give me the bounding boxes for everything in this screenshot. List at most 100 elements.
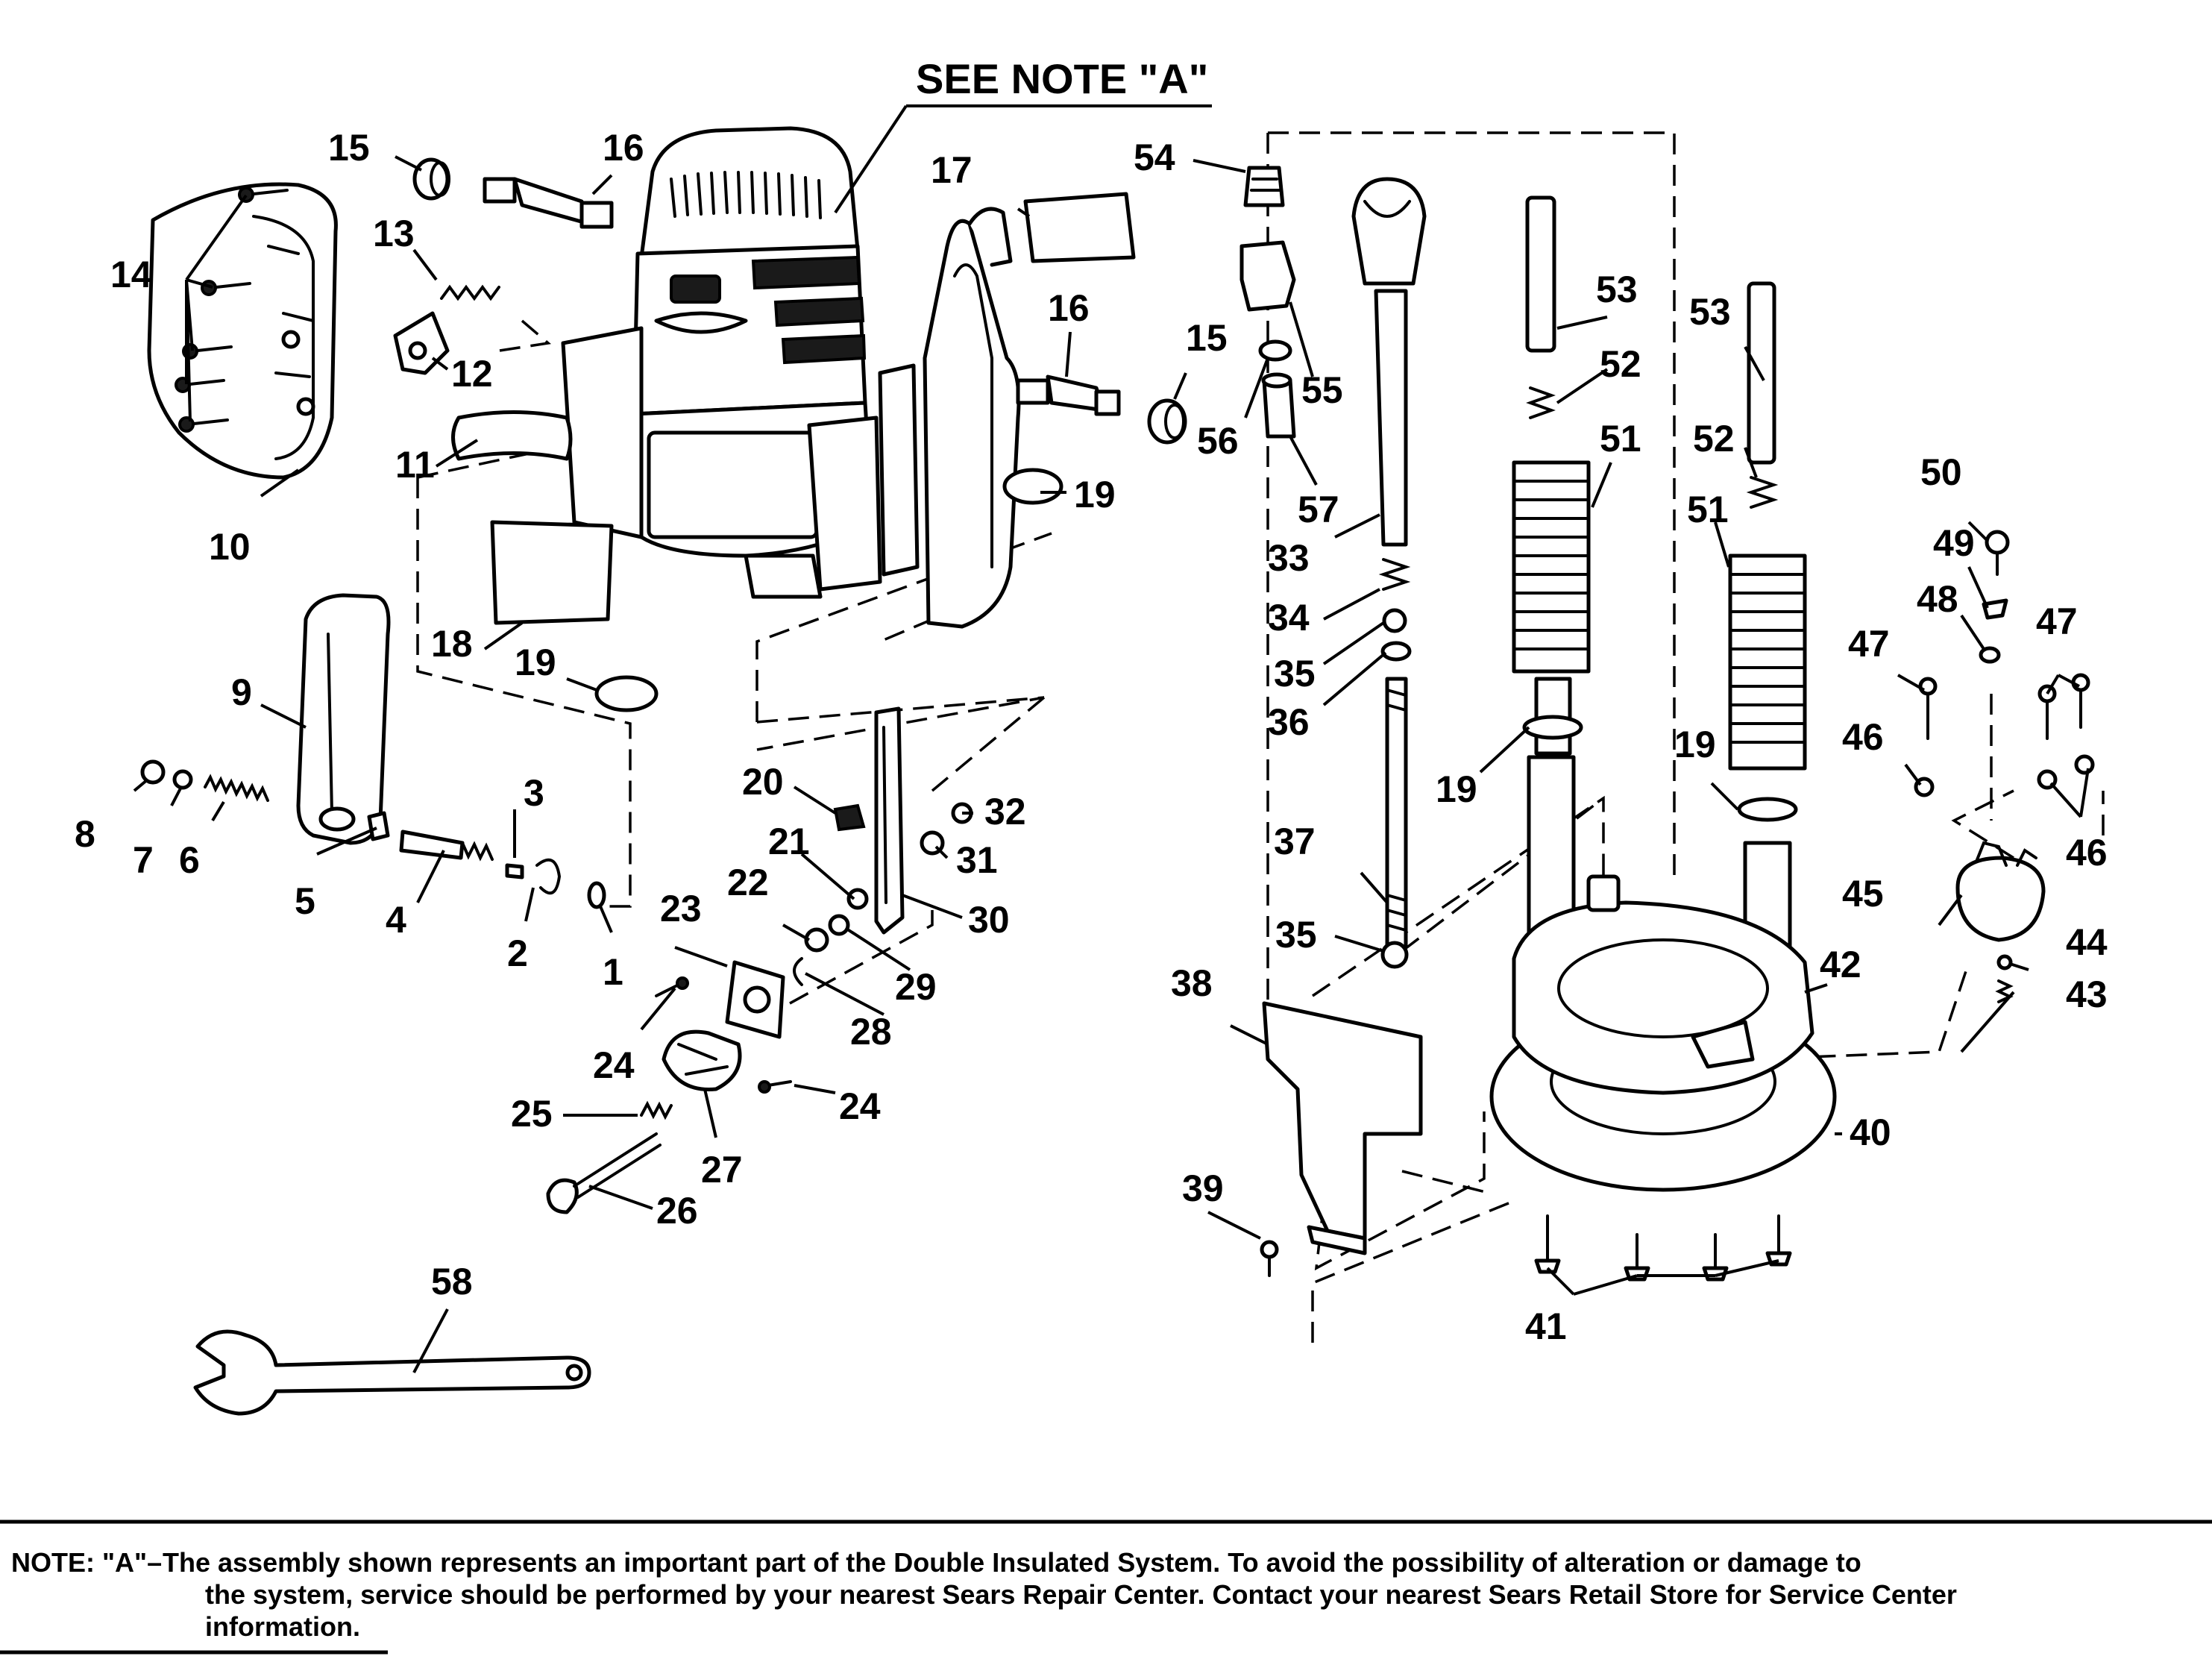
part-19-oring-left xyxy=(594,675,659,712)
label-19: 19 xyxy=(1436,768,1477,810)
label-5: 5 xyxy=(295,880,315,922)
part-47-screws xyxy=(1918,673,2090,740)
part-23-block xyxy=(725,960,785,1039)
label-35: 35 xyxy=(1274,653,1316,694)
note-prefix: NOTE: "A"– xyxy=(11,1547,162,1578)
see-note-label: SEE NOTE "A" xyxy=(916,55,1208,102)
part-34-spring xyxy=(1378,558,1411,591)
part-13-spring xyxy=(440,284,500,301)
label-17: 17 xyxy=(931,149,973,191)
label-40: 40 xyxy=(1850,1111,1891,1153)
label-26: 26 xyxy=(656,1190,698,1232)
note-line-3: information. xyxy=(205,1611,360,1642)
label-36: 36 xyxy=(1268,701,1310,743)
part-56-ring xyxy=(1258,339,1292,362)
label-9: 9 xyxy=(231,671,252,713)
part-33-rod xyxy=(1351,177,1427,547)
label-21: 21 xyxy=(768,821,810,862)
label-31: 31 xyxy=(956,839,998,881)
part-11-band xyxy=(451,410,573,461)
label-23: 23 xyxy=(660,888,702,929)
part-44-washer xyxy=(1996,954,2013,970)
part-53-post-right xyxy=(1747,281,1776,465)
part-52-spring-top-left xyxy=(1526,386,1556,419)
part-1-ring xyxy=(587,881,606,909)
label-24: 24 xyxy=(839,1085,881,1127)
part-7-washer xyxy=(172,769,193,790)
label-44: 44 xyxy=(2066,921,2108,963)
part-8-nut xyxy=(140,759,166,785)
label-56: 56 xyxy=(1197,420,1239,462)
label-2: 2 xyxy=(507,932,528,974)
part-52-spring-top-right xyxy=(1746,476,1779,509)
label-7: 7 xyxy=(133,839,154,881)
label-47: 47 xyxy=(1848,623,1890,665)
label-30: 30 xyxy=(968,899,1010,941)
part-54-fitting xyxy=(1243,166,1285,207)
part-17-label xyxy=(1023,192,1136,263)
part-48-washer xyxy=(1979,646,2001,664)
label-42: 42 xyxy=(1820,944,1861,985)
motor-housing-assembly xyxy=(561,126,920,599)
label-18: 18 xyxy=(431,623,473,665)
label-25: 25 xyxy=(511,1093,553,1135)
label-10: 10 xyxy=(209,526,251,568)
label-43: 43 xyxy=(2066,973,2108,1015)
screws-41 xyxy=(1534,1214,1792,1282)
part-35-nut-bottom xyxy=(1380,941,1409,969)
label-47: 47 xyxy=(2036,600,2078,642)
note-footer: NOTE: "A"– The assembly shown represents… xyxy=(0,1520,2212,1655)
part-30-bar xyxy=(874,706,905,935)
part-18-label xyxy=(490,520,614,625)
part-26-shaft xyxy=(546,1132,662,1214)
part-50-screw xyxy=(1985,530,2010,576)
part-16-right-brush xyxy=(1016,374,1121,416)
part-27-knob xyxy=(662,1029,742,1091)
part-46-nuts xyxy=(1914,754,2095,797)
part-post-lower-left xyxy=(1522,677,1583,942)
label-27: 27 xyxy=(701,1149,743,1191)
label-46: 46 xyxy=(1842,716,1884,758)
label-49: 49 xyxy=(1933,522,1975,564)
part-42-base-frame xyxy=(1512,874,1814,1095)
part-2-spring xyxy=(535,858,562,895)
label-19: 19 xyxy=(515,642,556,683)
part-57-sleeve xyxy=(1261,372,1296,439)
label-53: 53 xyxy=(1689,291,1731,333)
part-24-screw-b xyxy=(758,1080,792,1094)
label-15: 15 xyxy=(328,127,370,169)
part-51-spring-left xyxy=(1512,460,1591,674)
part-49-clip xyxy=(1982,598,2008,620)
label-57: 57 xyxy=(1298,489,1339,530)
see-note-callout: SEE NOTE "A" xyxy=(834,55,1212,214)
part-53-post-left xyxy=(1525,195,1556,353)
label-55: 55 xyxy=(1301,369,1343,411)
label-52: 52 xyxy=(1600,343,1641,385)
label-51: 51 xyxy=(1600,418,1641,460)
screws-14 xyxy=(175,186,289,433)
label-38: 38 xyxy=(1171,962,1213,1004)
part-29-ring xyxy=(828,914,850,936)
part-20-clip xyxy=(833,803,866,832)
label-41: 41 xyxy=(1525,1305,1567,1347)
part-24-screw-a xyxy=(655,976,689,997)
label-46: 46 xyxy=(2066,832,2108,874)
label-3: 3 xyxy=(524,772,544,814)
label-28: 28 xyxy=(850,1011,892,1053)
part-58-wrench xyxy=(193,1329,591,1416)
label-16: 16 xyxy=(603,127,644,169)
label-51: 51 xyxy=(1687,489,1729,530)
label-53: 53 xyxy=(1596,269,1638,310)
left-handle-10 xyxy=(147,182,338,480)
part-9-handle xyxy=(296,593,391,845)
part-28-clip xyxy=(793,957,803,986)
part-55-nut xyxy=(1239,240,1296,312)
label-19: 19 xyxy=(1674,724,1716,765)
part-21-ring xyxy=(846,888,869,910)
label-19: 19 xyxy=(1074,474,1116,515)
label-50: 50 xyxy=(1920,451,1962,493)
part-5-clip xyxy=(367,811,390,841)
label-45: 45 xyxy=(1842,873,1884,915)
part-19-oring-right xyxy=(1002,468,1063,505)
label-24: 24 xyxy=(593,1044,635,1086)
